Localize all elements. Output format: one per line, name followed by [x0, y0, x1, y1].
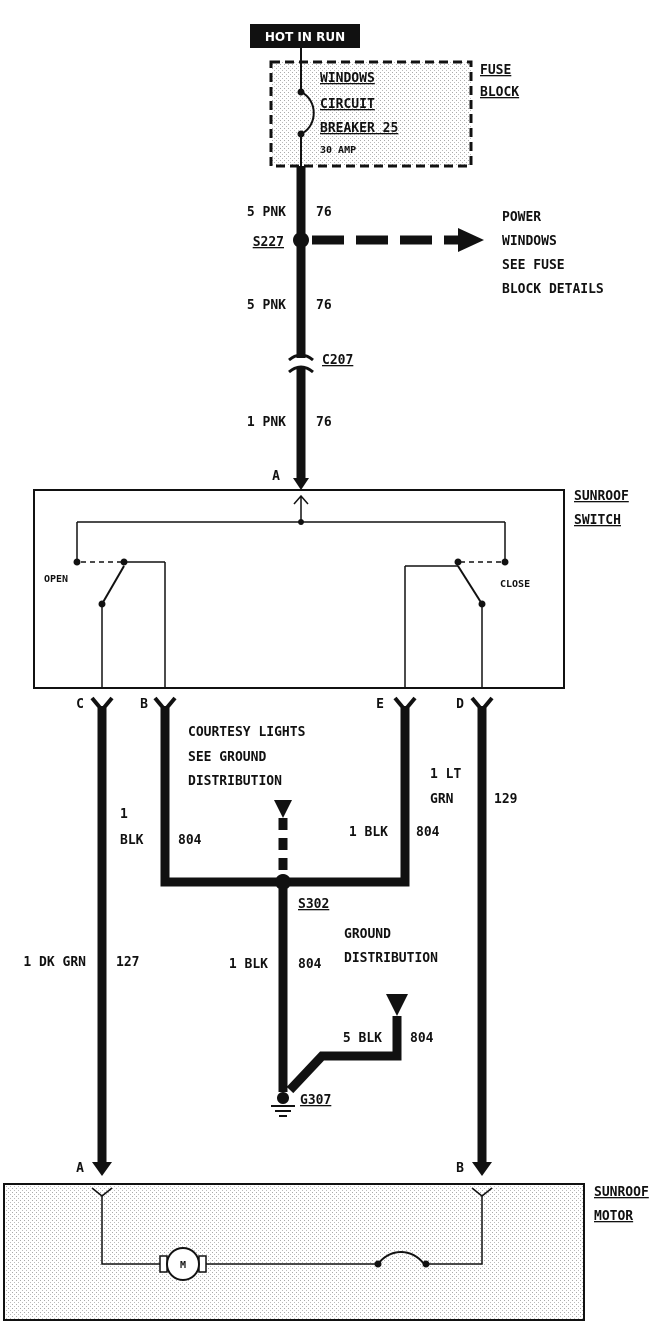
breaker-amp: 30 AMP	[320, 145, 356, 156]
motor-pin-a: A	[76, 1161, 84, 1176]
wire-b-circuit: 804	[178, 833, 202, 848]
ground-distribution-wire	[286, 1016, 402, 1094]
open-switch-blade	[101, 565, 125, 605]
wire2-circuit: 76	[316, 298, 332, 313]
ground-g307-icon	[271, 1092, 295, 1117]
connector-c207-label: C207	[322, 353, 353, 368]
close-switch-blade	[457, 565, 483, 605]
motor-icon	[166, 1247, 200, 1281]
switch-pin-c: C	[76, 697, 84, 712]
switch-pin-e: E	[376, 697, 384, 712]
wire-b-size-1: 1	[120, 807, 128, 822]
power-windows-note-3: SEE FUSE	[502, 258, 565, 273]
wire-d-circuit: 129	[494, 792, 517, 807]
ground-g307-label: G307	[300, 1093, 331, 1108]
svg-text:HOT IN RUN: HOT IN RUN	[265, 30, 345, 44]
sunroof-motor: M	[3, 1183, 585, 1321]
connector-c207	[288, 353, 314, 374]
ground-note-2: DISTRIBUTION	[344, 951, 438, 966]
svg-text:M: M	[180, 1260, 186, 1271]
motor-breaker-icon	[377, 1251, 425, 1265]
wire-e-circuit: 804	[416, 825, 440, 840]
ground-wire-size-color: 1 BLK	[229, 957, 268, 972]
wire3-size-color: 1 PNK	[247, 415, 286, 430]
wire-b-size-2: BLK	[120, 833, 144, 848]
courtesy-note-3: DISTRIBUTION	[188, 774, 282, 789]
breaker-label-2: CIRCUIT	[320, 97, 375, 112]
splice-s227	[293, 232, 309, 248]
wire-d-size-2: GRN	[430, 792, 454, 807]
hot-in-run-label: HOT IN RUN	[250, 24, 360, 48]
circuit-breaker-icon	[300, 91, 315, 135]
power-windows-note-4: BLOCK DETAILS	[502, 282, 604, 297]
wire-c-size-color: 1 DK GRN	[23, 955, 86, 970]
dist-size-color: 5 BLK	[343, 1031, 382, 1046]
wire1-circuit: 76	[316, 205, 332, 220]
wire3-circuit: 76	[316, 415, 332, 430]
splice-s302-label: S302	[298, 897, 329, 912]
switch-output-terminals	[90, 696, 494, 714]
switch-name-1: SUNROOF	[574, 489, 629, 504]
wire1-size-color: 5 PNK	[247, 205, 286, 220]
wire-e-size-color: 1 BLK	[349, 825, 388, 840]
dist-circuit: 804	[410, 1031, 434, 1046]
courtesy-ground-triangle-icon	[274, 800, 292, 818]
motor-pin-b: B	[456, 1161, 464, 1176]
power-windows-note-1: POWER	[502, 210, 541, 225]
switch-pin-a: A	[272, 469, 280, 484]
ground-distribution-triangle-icon	[386, 994, 408, 1016]
power-windows-note-2: WINDOWS	[502, 234, 557, 249]
courtesy-note-1: COURTESY LIGHTS	[188, 725, 306, 740]
arrow-right-icon	[458, 228, 484, 252]
switch-pin-d: D	[456, 697, 464, 712]
courtesy-note-2: SEE GROUND	[188, 750, 266, 765]
wire-e-804	[281, 706, 410, 887]
breaker-label-3: BREAKER 25	[320, 121, 398, 136]
motor-name-1: SUNROOF	[594, 1185, 649, 1200]
switch-open-label: OPEN	[44, 574, 68, 585]
fuse-block-label-1: FUSE	[480, 63, 511, 78]
ground-wire-circuit: 804	[298, 957, 322, 972]
fuse-block: WINDOWS CIRCUIT BREAKER 25 30 AMP	[269, 48, 473, 168]
breaker-label-1: WINDOWS	[320, 71, 375, 86]
splice-s227-label: S227	[253, 235, 284, 250]
ground-note-1: GROUND	[344, 927, 391, 942]
sunroof-switch: OPEN CLOSE	[33, 489, 565, 689]
fuse-block-label-2: BLOCK	[480, 85, 519, 100]
motor-name-2: MOTOR	[594, 1209, 633, 1224]
switch-name-2: SWITCH	[574, 513, 621, 528]
power-windows-arrow	[312, 228, 484, 252]
switch-close-label: CLOSE	[500, 579, 530, 590]
wire2-size-color: 5 PNK	[247, 298, 286, 313]
wire-b-804	[160, 706, 281, 887]
wire-c-circuit: 127	[116, 955, 139, 970]
wire-d-size-1: 1 LT	[430, 767, 461, 782]
switch-pin-b: B	[140, 697, 148, 712]
